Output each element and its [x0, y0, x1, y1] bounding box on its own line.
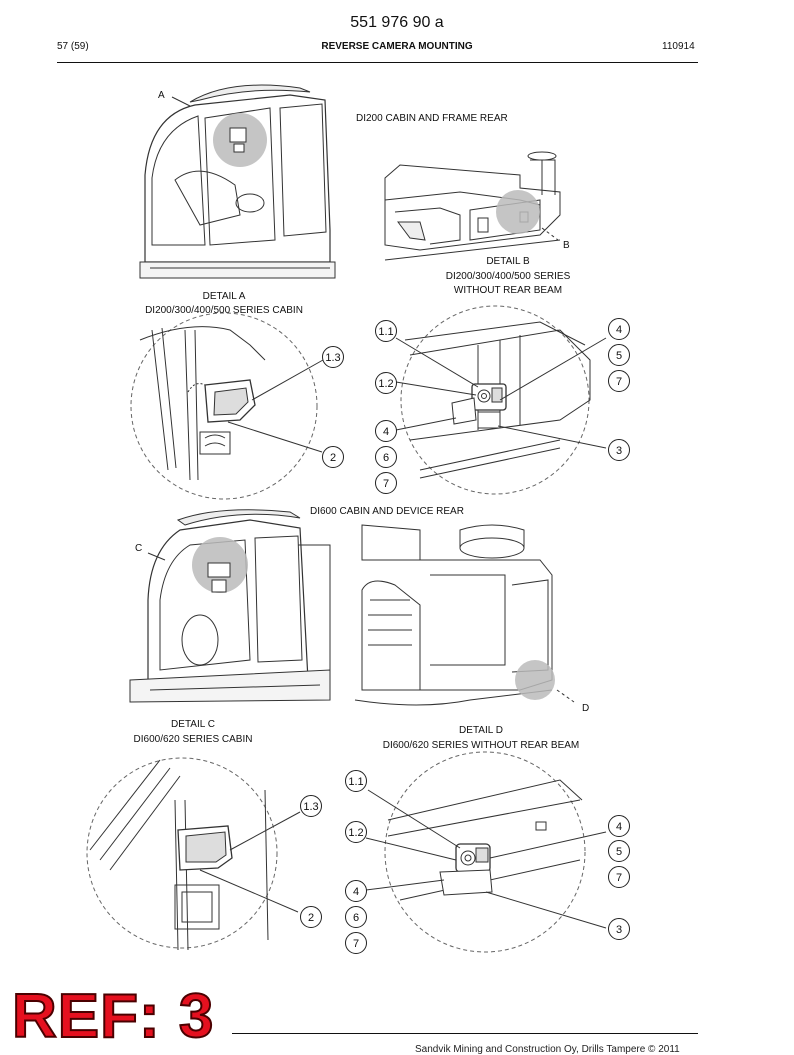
- di600-device-rear-illustration: [354, 524, 575, 706]
- callout-3-detail-b: 3: [608, 439, 630, 461]
- page-number: 57 (59): [57, 41, 89, 52]
- point-d-label: D: [582, 703, 590, 714]
- point-a-label: A: [158, 90, 165, 101]
- document-number: 551 976 90 a: [350, 14, 444, 31]
- callout-1-1-detail-d: 1.1: [345, 770, 367, 792]
- di200-frame-rear-illustration: [384, 151, 561, 261]
- detail-c-title: DETAIL C: [171, 719, 215, 730]
- header-rule: [57, 62, 698, 63]
- di200-rear-view-label: DI200 CABIN AND FRAME REAR: [356, 113, 508, 124]
- di600-cabin-illustration: [129, 509, 331, 703]
- point-b-label: B: [563, 240, 570, 251]
- callout-1-2-detail-d: 1.2: [345, 821, 367, 843]
- detail-c-subtitle: DI600/620 SERIES CABIN: [133, 734, 253, 745]
- callout-7-detail-d-left: 7: [345, 932, 367, 954]
- callout-1-1-detail-b: 1.1: [375, 320, 397, 342]
- point-c-label: C: [135, 543, 143, 554]
- detail-a-illustration: [130, 312, 324, 500]
- callout-4-detail-d-left: 4: [345, 880, 367, 902]
- callout-1-3-detail-a: 1.3: [322, 346, 344, 368]
- callout-7-detail-d-right: 7: [608, 866, 630, 888]
- detail-c-illustration: [86, 757, 301, 951]
- callout-2-detail-c: 2: [300, 906, 322, 928]
- detail-d-illustration: [365, 751, 607, 953]
- callout-2-detail-a: 2: [322, 446, 344, 468]
- di600-rear-view-label: DI600 CABIN AND DEVICE REAR: [310, 506, 464, 517]
- callout-4-detail-b-right: 4: [608, 318, 630, 340]
- footer-copyright: Sandvik Mining and Construction Oy, Dril…: [415, 1044, 680, 1055]
- callout-6-detail-d: 6: [345, 906, 367, 928]
- document-code: 110914: [662, 41, 695, 52]
- callout-7-detail-b-right: 7: [608, 370, 630, 392]
- footer-rule: [232, 1033, 698, 1034]
- callout-1-2-detail-b: 1.2: [375, 372, 397, 394]
- callout-1-3-detail-c: 1.3: [300, 795, 322, 817]
- callout-4-detail-d-right: 4: [608, 815, 630, 837]
- detail-a-subtitle: DI200/300/400/500 SERIES CABIN: [145, 305, 303, 316]
- detail-b-subtitle-2: WITHOUT REAR BEAM: [453, 285, 563, 296]
- detail-b-subtitle-1: DI200/300/400/500 SERIES: [445, 271, 571, 282]
- ref-stamp: REF: 3: [11, 982, 215, 1051]
- detail-b-title: DETAIL B: [486, 256, 530, 267]
- detail-a-title: DETAIL A: [202, 291, 246, 302]
- detail-d-title: DETAIL D: [459, 725, 503, 736]
- di200-cabin-illustration: [139, 84, 336, 279]
- page-title: REVERSE CAMERA MOUNTING: [321, 41, 473, 52]
- callout-7-detail-b-left: 7: [375, 472, 397, 494]
- callout-5-detail-b: 5: [608, 344, 630, 366]
- callout-5-detail-d: 5: [608, 840, 630, 862]
- detail-d-subtitle: DI600/620 SERIES WITHOUT REAR BEAM: [382, 740, 580, 751]
- callout-3-detail-d: 3: [608, 918, 630, 940]
- detail-b-illustration: [395, 305, 607, 495]
- callout-4-detail-b-left: 4: [375, 420, 397, 442]
- callout-6-detail-b: 6: [375, 446, 397, 468]
